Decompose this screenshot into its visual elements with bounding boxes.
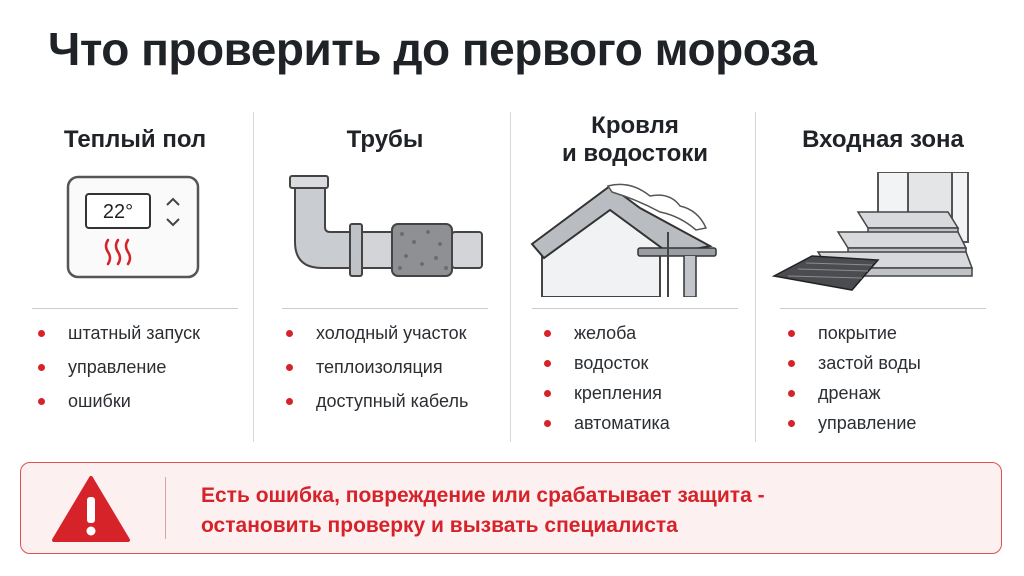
list-item: ошибки (38, 390, 200, 412)
bullet-icon (788, 390, 795, 397)
warning-message: Есть ошибка, повреждение или срабатывает… (201, 484, 765, 537)
thermostat-icon: 22° (66, 175, 200, 279)
list-item: теплоизоляция (286, 356, 468, 378)
bullet-icon (38, 364, 45, 371)
chevron-up-icon (166, 197, 180, 206)
checklist: штатный запуск управление ошибки (38, 322, 200, 412)
checklist: холодный участок теплоизоляция доступный… (286, 322, 468, 412)
section-rule (780, 308, 986, 309)
column-entrance: Входная зона покрытие застой воды дренаж… (768, 112, 998, 442)
checklist: желоба водосток крепления автоматика (544, 322, 670, 434)
entrance-steps-icon (771, 172, 974, 291)
chevron-down-icon (166, 218, 180, 227)
section-rule (532, 308, 738, 309)
section-rule (32, 308, 238, 309)
bullet-icon (544, 390, 551, 397)
checklist: покрытие застой воды дренаж управление (788, 322, 921, 434)
bullet-icon (38, 330, 45, 337)
bullet-icon (544, 420, 551, 427)
column-title: Теплый пол (63, 126, 207, 153)
page-title: Что проверить до первого мороза (48, 23, 817, 75)
list-item: крепления (544, 382, 670, 404)
column-title: Кровля и водостоки (562, 112, 708, 167)
warning-banner: Есть ошибка, повреждение или срабатывает… (20, 462, 1002, 554)
roof-gutter-icon (530, 183, 717, 297)
bullet-icon (286, 398, 293, 405)
list-item: штатный запуск (38, 322, 200, 344)
list-item: автоматика (544, 412, 670, 434)
list-item: застой воды (788, 352, 921, 374)
column-divider (755, 112, 756, 442)
column-heated-floor: Теплый пол 22° штатный запуск управление… (20, 112, 250, 442)
bullet-icon (286, 364, 293, 371)
list-item: желоба (544, 322, 670, 344)
list-item: покрытие (788, 322, 921, 344)
column-title: Входная зона (802, 126, 964, 153)
list-item: управление (788, 412, 921, 434)
bullet-icon (788, 360, 795, 367)
list-item: холодный участок (286, 322, 468, 344)
list-item: доступный кабель (286, 390, 468, 412)
warning-triangle-icon (52, 476, 130, 542)
bullet-icon (544, 360, 551, 367)
bullet-icon (788, 330, 795, 337)
bullet-icon (38, 398, 45, 405)
column-title: Трубы (346, 126, 424, 153)
bullet-icon (286, 330, 293, 337)
column-roof-gutters: Кровля и водостоки желоба водосток крепл… (520, 112, 750, 442)
list-item: управление (38, 356, 200, 378)
bullet-icon (788, 420, 795, 427)
list-item: дренаж (788, 382, 921, 404)
bullet-icon (544, 330, 551, 337)
column-pipes: Трубы холодный участок теплоизоляция дос… (270, 112, 500, 442)
list-item: водосток (544, 352, 670, 374)
column-divider (253, 112, 254, 442)
heat-waves-icon (104, 238, 132, 266)
section-rule (282, 308, 488, 309)
pipe-icon (289, 175, 483, 277)
column-divider (510, 112, 511, 442)
thermostat-display: 22° (103, 201, 133, 223)
banner-separator (165, 477, 166, 539)
